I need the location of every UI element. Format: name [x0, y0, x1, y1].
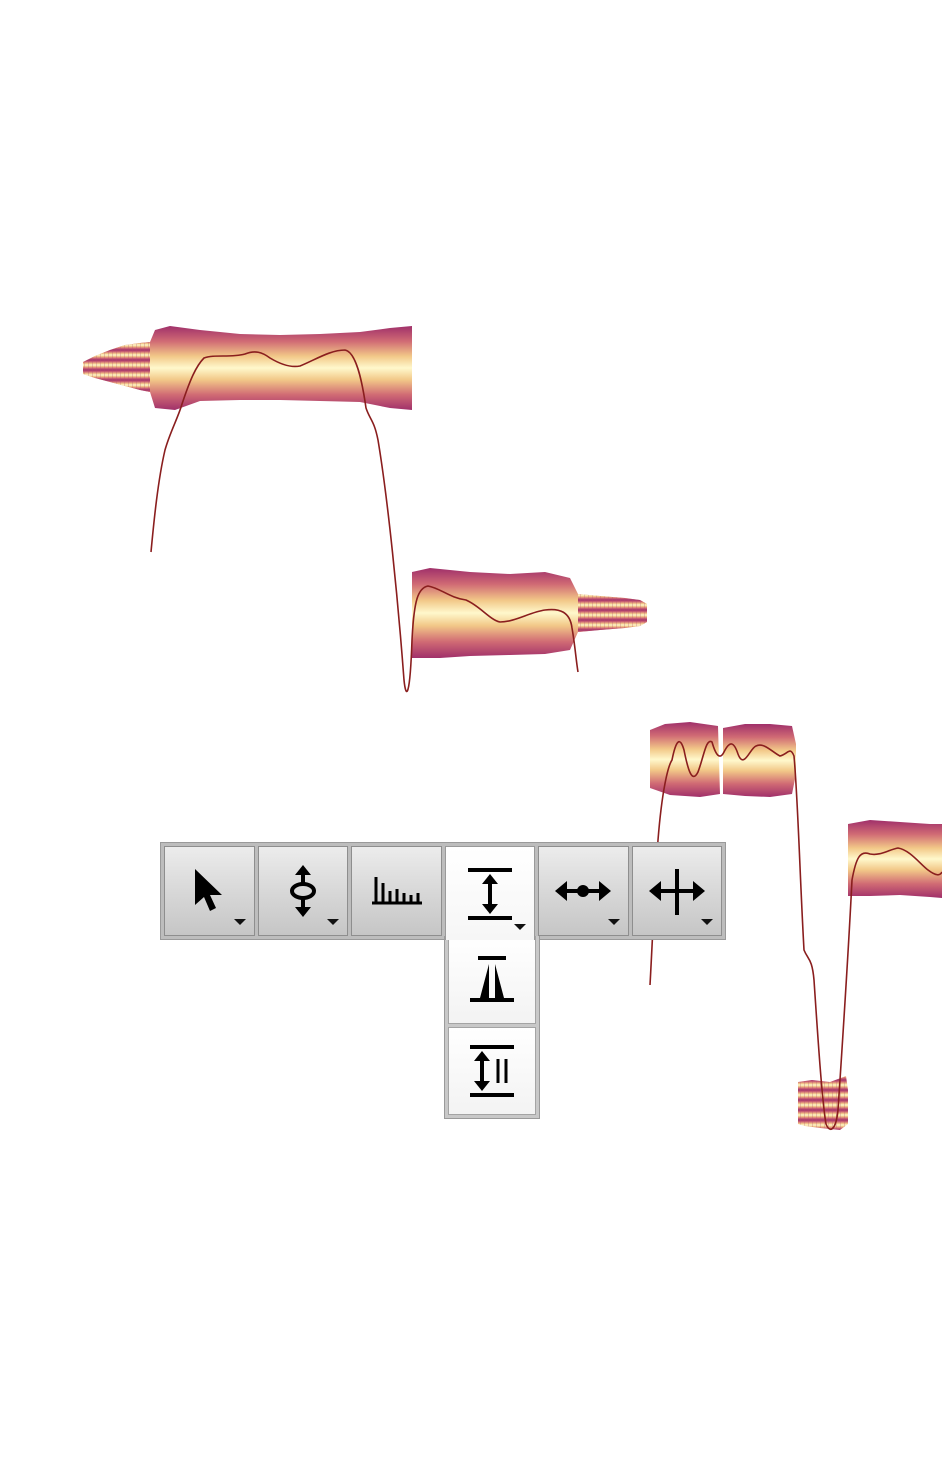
chevron-down-icon[interactable]	[701, 919, 713, 925]
chevron-down-icon[interactable]	[607, 919, 620, 925]
timing-double-arrow-icon	[555, 881, 612, 901]
breath-tool-menu-item[interactable]	[448, 1027, 536, 1115]
fade-tool-menu-item[interactable]	[448, 936, 536, 1024]
amplitude-with-bars-icon	[470, 1045, 514, 1097]
chevron-down-icon[interactable]	[233, 919, 246, 925]
chevron-down-icon[interactable]	[327, 919, 339, 925]
arrow-pointer-icon	[195, 869, 223, 911]
note-blob[interactable]	[650, 722, 796, 797]
chevron-down-icon[interactable]	[514, 924, 526, 930]
pitch-tool-button[interactable]	[257, 846, 348, 936]
pitch-curve	[150, 349, 579, 693]
amplitude-icon	[467, 867, 512, 920]
pitch-modulation-icon	[289, 865, 316, 917]
main-tool-button[interactable]	[164, 846, 255, 936]
amplitude-tool-menu	[444, 936, 540, 1119]
formant-tool-button[interactable]	[351, 846, 442, 936]
note-blob[interactable]	[848, 820, 942, 898]
amplitude-tool-button[interactable]	[444, 846, 535, 940]
note-blob[interactable]	[412, 568, 647, 658]
tool-palette	[160, 842, 726, 940]
note-separation-icon	[648, 869, 705, 915]
separation-tool-button[interactable]	[631, 846, 722, 936]
note-blob[interactable]	[83, 326, 412, 410]
pitch-curve	[649, 740, 942, 1131]
timing-tool-button[interactable]	[538, 846, 629, 936]
fade-trapezoid-icon	[470, 955, 514, 1002]
formant-bars-icon	[372, 877, 423, 905]
